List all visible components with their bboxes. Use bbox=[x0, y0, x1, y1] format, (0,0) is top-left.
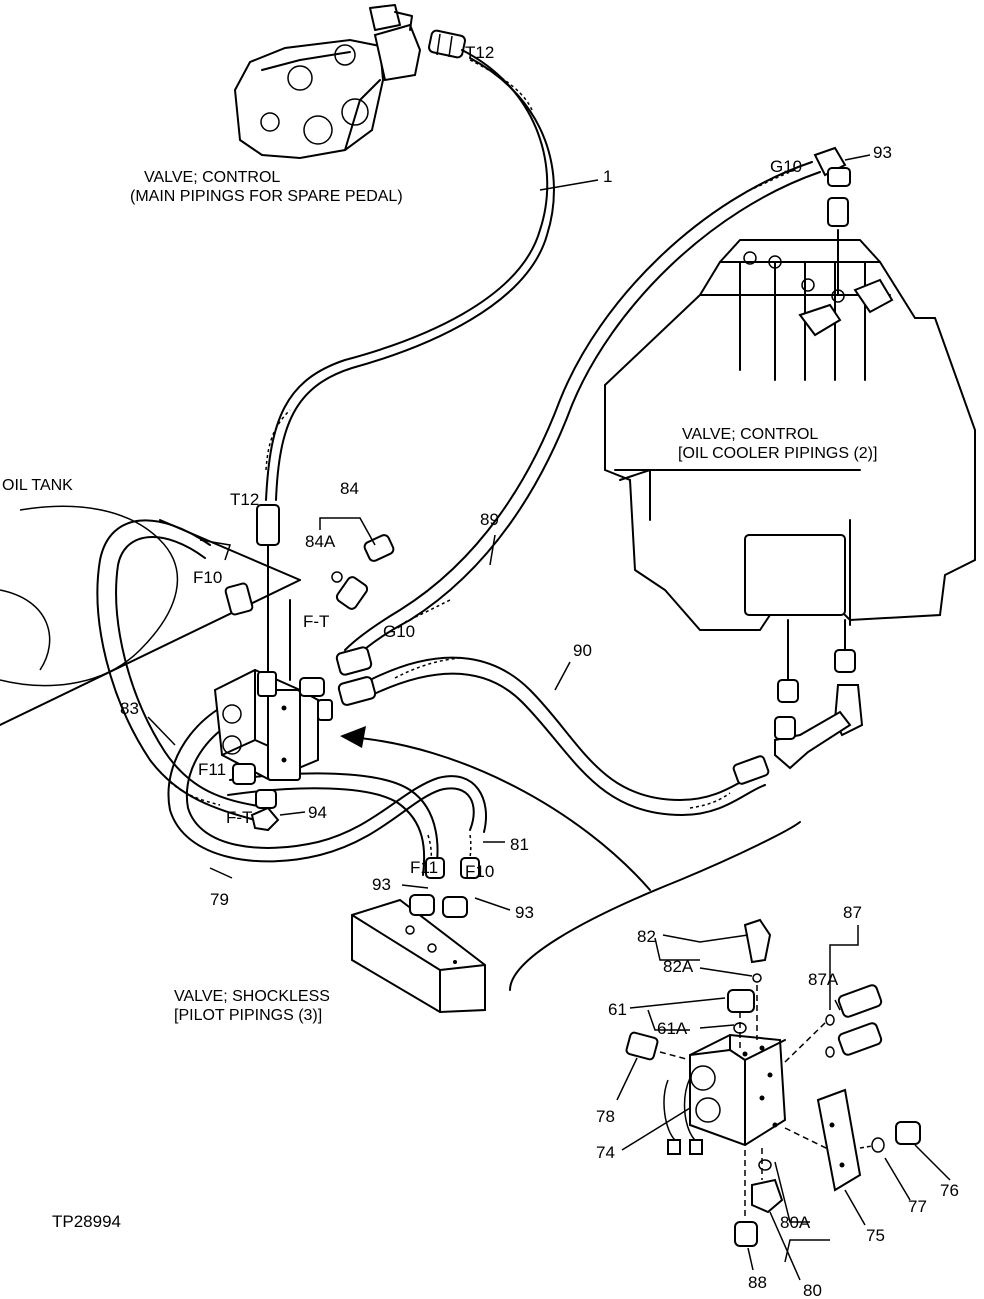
t12-top-fitting bbox=[428, 29, 466, 59]
cooler-nipple-left bbox=[777, 679, 799, 703]
part-number-83: 83 bbox=[120, 699, 139, 718]
part-number-78: 78 bbox=[596, 1107, 615, 1126]
part-82-elbow bbox=[743, 918, 772, 964]
fitting-code-t12-top: T12 bbox=[465, 43, 494, 62]
fitting-code-f10-bottom: F10 bbox=[465, 862, 494, 881]
exploded-manifold-74 bbox=[663, 1033, 787, 1155]
center-manifold bbox=[213, 668, 333, 782]
part-number-93-left: 93 bbox=[372, 875, 391, 894]
part-number-84a: 84A bbox=[305, 532, 336, 551]
part-number-94: 94 bbox=[308, 803, 327, 822]
cooler-tee bbox=[774, 710, 852, 770]
part-88-fitting bbox=[734, 1221, 758, 1247]
part-80-elbow bbox=[751, 1178, 784, 1214]
caption-cooler-valve-line2: [OIL COOLER PIPINGS (2)] bbox=[678, 445, 877, 462]
part-78-plug bbox=[625, 1031, 659, 1061]
cooler-nipple-right bbox=[834, 649, 856, 673]
fitting-code-t12-mid: T12 bbox=[230, 490, 259, 509]
fitting-code-g10-mid: G10 bbox=[383, 622, 415, 641]
fitting-code-f11-left: F11 bbox=[198, 760, 226, 779]
fitting-code-ft-upper: F-T bbox=[303, 612, 329, 631]
caption-oil-tank: OIL TANK bbox=[2, 477, 73, 494]
part-76-plug bbox=[895, 1121, 921, 1145]
fitting-code-g10-top: G10 bbox=[770, 157, 802, 176]
hose-1 bbox=[265, 49, 555, 501]
top-right-elbow-fitting bbox=[813, 146, 851, 227]
figure-id: TP28994 bbox=[52, 1212, 121, 1231]
part-number-76: 76 bbox=[940, 1181, 959, 1200]
part-number-84: 84 bbox=[340, 479, 359, 498]
fitting-code-f10-left: F10 bbox=[193, 568, 222, 587]
part-number-1: 1 bbox=[603, 167, 612, 186]
shockless-valve bbox=[351, 894, 486, 1014]
part-number-80a: 80A bbox=[780, 1213, 811, 1232]
part-87-fitting-lower bbox=[837, 1022, 883, 1056]
caption-shockless-line2: [PILOT PIPINGS (3)] bbox=[174, 1007, 322, 1024]
part-number-87a: 87A bbox=[808, 970, 839, 989]
part-number-79: 79 bbox=[210, 890, 229, 909]
caption-main-valve-line1: VALVE; CONTROL bbox=[144, 169, 280, 186]
callout-arrow bbox=[340, 726, 651, 891]
part-80a-oring bbox=[758, 1159, 772, 1171]
part-87-fitting-upper bbox=[837, 984, 883, 1018]
exploded-view-boundary bbox=[509, 821, 801, 991]
hose-90 bbox=[369, 656, 770, 816]
caption-shockless-line1: VALVE; SHOCKLESS bbox=[174, 988, 330, 1005]
part-number-61: 61 bbox=[608, 1000, 627, 1019]
fitting-code-ft-lower: F-T bbox=[226, 808, 252, 827]
caption-cooler-valve-line1: VALVE; CONTROL bbox=[682, 426, 818, 443]
leader-lines bbox=[147, 154, 951, 1281]
part-number-81: 81 bbox=[510, 835, 529, 854]
part-75-bracket bbox=[816, 1088, 862, 1192]
caption-main-valve-line2: (MAIN PIPINGS FOR SPARE PEDAL) bbox=[130, 188, 403, 205]
part-number-82a: 82A bbox=[663, 957, 694, 976]
part-number-93-top: 93 bbox=[873, 143, 892, 162]
part-61-fitting bbox=[727, 989, 755, 1013]
part-number-80: 80 bbox=[803, 1281, 822, 1299]
part-number-93-right: 93 bbox=[515, 903, 534, 922]
part-number-75: 75 bbox=[866, 1226, 885, 1245]
t12-mid-fitting bbox=[256, 504, 280, 546]
part-number-74: 74 bbox=[596, 1143, 615, 1162]
hose-79 bbox=[167, 689, 487, 863]
hose-89 bbox=[344, 161, 821, 659]
part-number-61a: 61A bbox=[657, 1019, 688, 1038]
fitting-code-f11-bottom: F11 bbox=[410, 858, 438, 877]
part-number-82: 82 bbox=[637, 927, 656, 946]
main-control-valve bbox=[233, 4, 422, 160]
part-number-77: 77 bbox=[908, 1197, 927, 1216]
hose-83 bbox=[96, 519, 259, 821]
cooler-control-valve bbox=[604, 239, 976, 631]
part-77-washer bbox=[871, 1137, 885, 1153]
part-number-90: 90 bbox=[573, 641, 592, 660]
part-number-87: 87 bbox=[843, 903, 862, 922]
part-number-88: 88 bbox=[748, 1273, 767, 1292]
part-number-89: 89 bbox=[480, 510, 499, 529]
